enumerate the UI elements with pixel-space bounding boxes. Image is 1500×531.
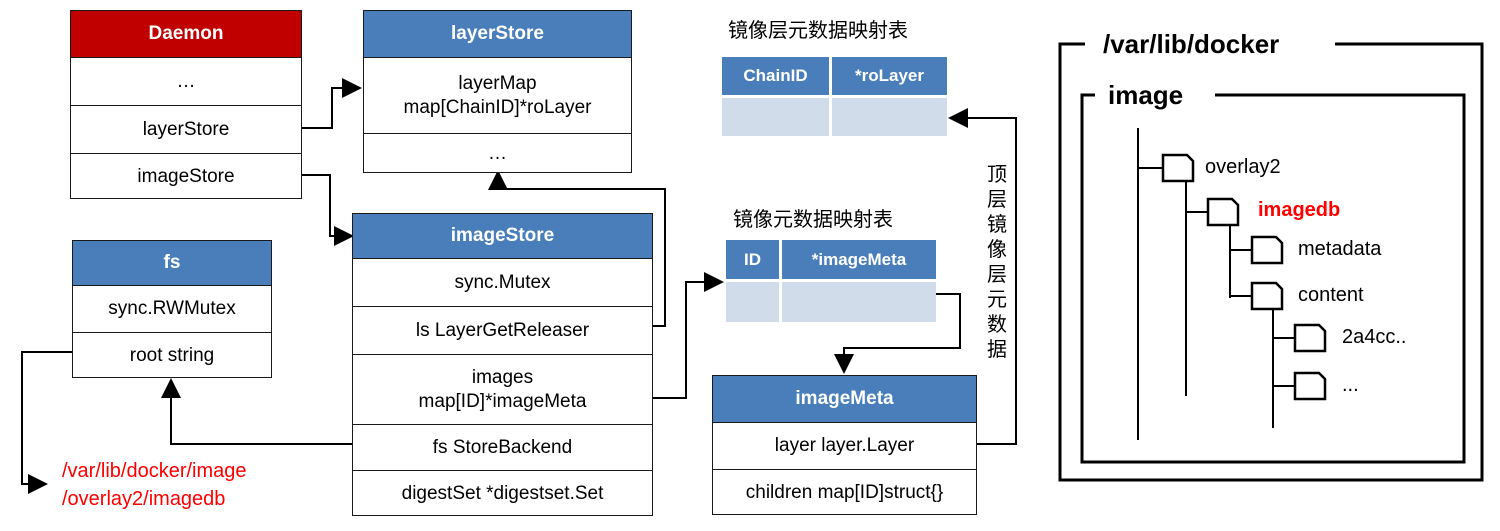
- tree-root-label: /var/lib/docker: [1103, 29, 1280, 59]
- image-table-cell: [726, 282, 779, 322]
- tree-sub-label: image: [1108, 80, 1184, 110]
- imagestore-row-mutex: sync.Mutex: [353, 258, 652, 306]
- layerstore-title: layerStore: [364, 11, 631, 57]
- arrow-ls-to-layerstore: [488, 170, 666, 327]
- tree-item-ellipsis: ...: [1342, 374, 1359, 396]
- layerstore-row-layermap: layerMap map[ChainID]*roLayer: [364, 57, 631, 133]
- imagemeta-box: imageMeta layer layer.Layer children map…: [712, 375, 977, 515]
- dir-frame-outer: [1058, 42, 1484, 482]
- fs-row-rwmutex: sync.RWMutex: [73, 285, 271, 332]
- imagemeta-title: imageMeta: [713, 376, 976, 422]
- tree-item-overlay2: overlay2: [1205, 156, 1281, 178]
- imagestore-row-images: images map[ID]*imageMeta: [353, 354, 652, 424]
- layerstore-row: …: [364, 133, 631, 173]
- fs-row-root: root string: [73, 332, 271, 378]
- image-table-header-id: ID: [726, 240, 779, 279]
- tree-item-metadata: metadata: [1298, 238, 1382, 260]
- arrow-imagemeta-to-layertable: [948, 108, 1017, 445]
- tree-item-imagedb: imagedb: [1258, 199, 1341, 221]
- imagestore-box: imageStore sync.Mutex ls LayerGetRelease…: [352, 213, 653, 516]
- fs-box: fs sync.RWMutex root string: [72, 240, 272, 378]
- path-note-line2: /overlay2/imagedb: [62, 488, 226, 510]
- folder-icon: [1250, 235, 1284, 265]
- imagestore-row-ls: ls LayerGetReleaser: [353, 306, 652, 354]
- folder-icon: [1293, 323, 1327, 353]
- arrow-daemon-to-imagestore: [300, 174, 354, 246]
- daemon-row-layerstore: layerStore: [71, 105, 301, 153]
- daemon-box: Daemon … layerStore imageStore: [70, 10, 302, 199]
- arrow-root-to-path: [21, 351, 72, 494]
- image-table-header-imagemeta: *imageMeta: [782, 240, 936, 279]
- folder-icon: [1250, 281, 1284, 311]
- folder-icon: [1293, 371, 1327, 401]
- layer-table-cell: [832, 98, 947, 136]
- arrow-images-to-imagetable: [653, 272, 724, 399]
- imagemeta-row-layer: layer layer.Layer: [713, 422, 976, 469]
- tree-item-content: content: [1298, 284, 1364, 306]
- dir-frame-inner: [1080, 93, 1466, 464]
- imagemeta-row-children: children map[ID]struct{}: [713, 469, 976, 515]
- arrow-fs-backend-to-fs: [161, 378, 352, 445]
- layer-table-cell: [722, 98, 829, 136]
- arrow-imagetable-to-imagemeta: [834, 293, 961, 374]
- path-note-line1: /var/lib/docker/image: [62, 460, 247, 482]
- arrow-daemon-to-layerstore: [300, 78, 362, 129]
- imagestore-title: imageStore: [353, 214, 652, 258]
- imagestore-row-fs: fs StoreBackend: [353, 424, 652, 470]
- daemon-row-imagestore: imageStore: [71, 153, 301, 199]
- layer-table-header-chainid: ChainID: [722, 57, 829, 95]
- layer-table-caption: 镜像层元数据映射表: [728, 20, 908, 42]
- image-table: ID *imageMeta: [726, 240, 936, 322]
- folder-icon: [1161, 153, 1195, 183]
- daemon-title: Daemon: [71, 11, 301, 57]
- fs-title: fs: [73, 241, 271, 285]
- tree-item-2a4cc: 2a4cc..: [1342, 326, 1407, 348]
- folder-icon: [1206, 197, 1240, 227]
- image-table-caption: 镜像元数据映射表: [733, 209, 893, 231]
- imagestore-row-digestset: digestSet *digestset.Set: [353, 470, 652, 516]
- vertical-label: 顶 层 镜 像 层 元 数 据: [987, 164, 1007, 361]
- layerstore-box: layerStore layerMap map[ChainID]*roLayer…: [363, 10, 632, 173]
- daemon-row: …: [71, 57, 301, 105]
- layer-table: ChainID *roLayer: [722, 57, 947, 137]
- layer-table-header-rolayer: *roLayer: [832, 57, 947, 95]
- image-table-cell: [782, 282, 936, 322]
